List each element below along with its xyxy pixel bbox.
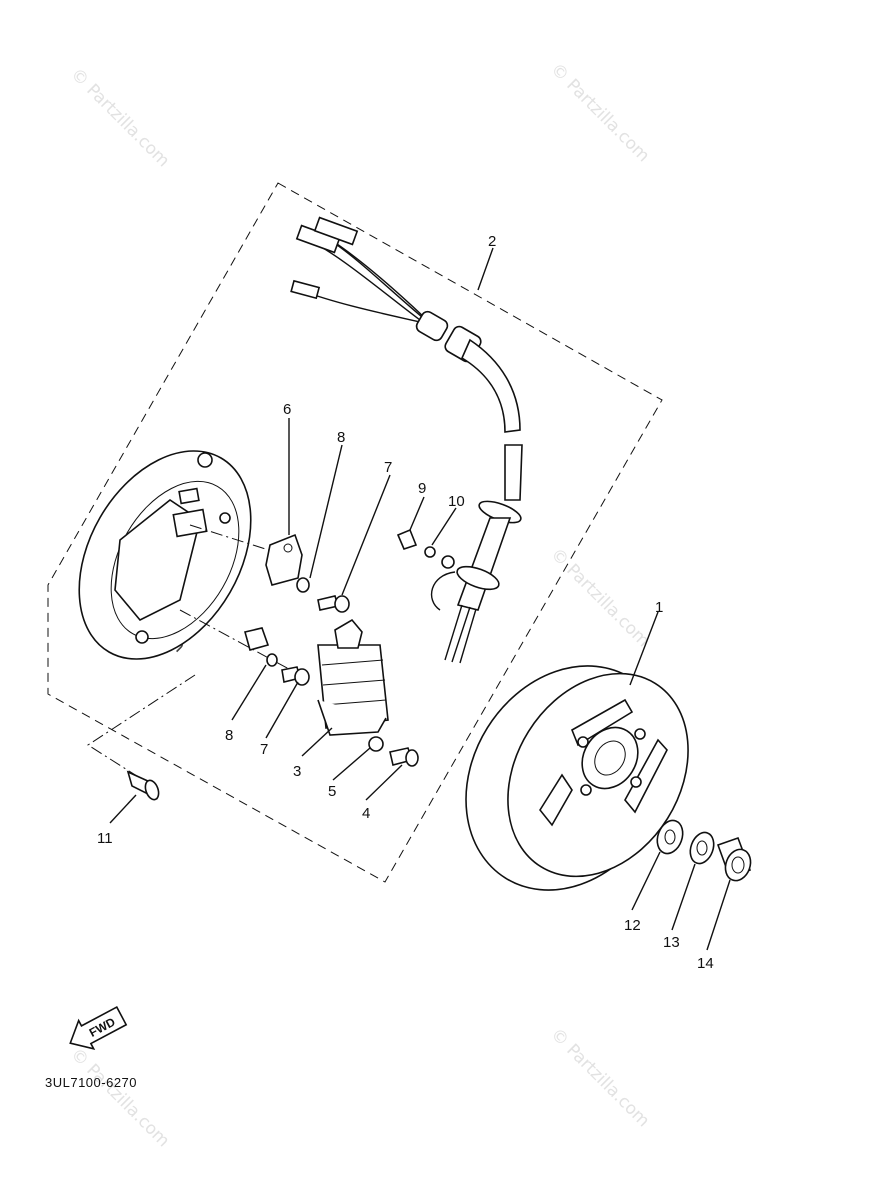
callout-10: 10	[448, 493, 465, 510]
callout-7: 7	[384, 459, 392, 476]
leader-lines	[109, 247, 731, 951]
callout-3: 3	[293, 763, 301, 780]
callout-4: 4	[362, 805, 370, 822]
callout-6: 6	[283, 401, 291, 418]
wire-harness	[290, 216, 523, 664]
stator-plate	[78, 450, 252, 660]
watermark: © Partzilla.com	[546, 59, 653, 166]
source-coil	[317, 618, 389, 736]
callout-labels: 1 2 3 4 5 6 7 7 8 8 9 10 11 12 13 14	[97, 233, 714, 972]
callout-13: 13	[663, 934, 680, 951]
fwd-arrow: FWD	[69, 1006, 128, 1051]
callout-8: 8	[225, 727, 233, 744]
watermark: © Partzilla.com	[546, 1024, 653, 1131]
hardware	[126, 528, 436, 801]
callout-2: 2	[488, 233, 496, 250]
callout-1: 1	[655, 599, 663, 616]
callout-7: 7	[260, 741, 268, 758]
flywheel-rotor	[465, 665, 689, 891]
callout-14: 14	[697, 955, 714, 972]
watermark: © Partzilla.com	[66, 1044, 173, 1151]
alignment-lines	[87, 524, 301, 779]
watermark: © Partzilla.com	[66, 64, 173, 171]
callout-9: 9	[418, 480, 426, 497]
watermark: © Partzilla.com	[546, 544, 653, 651]
callout-8: 8	[337, 429, 345, 446]
callout-11: 11	[97, 830, 113, 847]
nut-washers	[656, 819, 752, 882]
pickup-coil	[265, 533, 303, 586]
assembly-boundary	[47, 182, 663, 883]
callout-5: 5	[328, 783, 336, 800]
callout-12: 12	[624, 917, 641, 934]
diagram-code: 3UL7100-6270	[45, 1075, 137, 1090]
